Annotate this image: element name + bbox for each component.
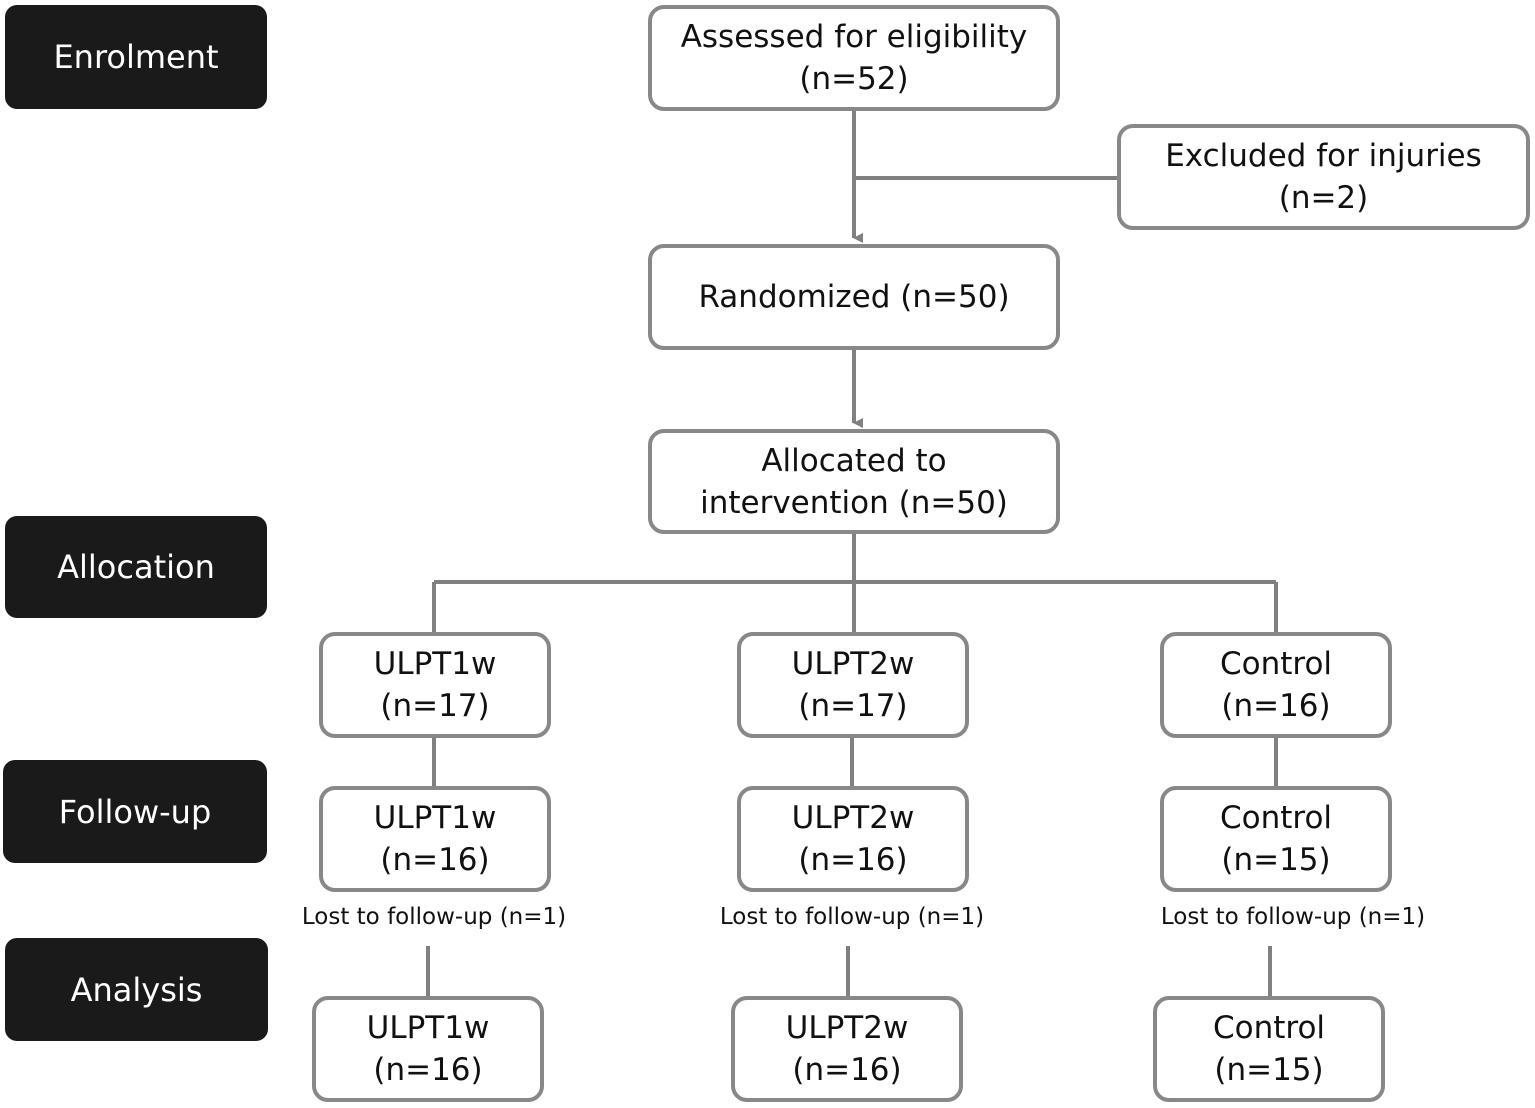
stage-enrolment: Enrolment xyxy=(5,5,267,109)
group1-lost-note: Lost to follow-up (n=1) xyxy=(301,904,567,930)
group2-analysis-count: (n=16) xyxy=(792,1052,902,1088)
allocated-box: Allocated to intervention (n=50) xyxy=(648,429,1060,534)
group2-analysis-box: ULPT2w (n=16) xyxy=(731,996,963,1102)
group1-analysis-label: ULPT1w xyxy=(366,1010,490,1046)
stage-allocation: Allocation xyxy=(5,516,267,618)
group3-follow-up-count: (n=15) xyxy=(1221,842,1331,878)
randomized-box: Randomized (n=50) xyxy=(648,244,1060,350)
assessed-label: Assessed for eligibility xyxy=(680,19,1028,55)
assessed-box: Assessed for eligibility (n=52) xyxy=(648,5,1060,111)
group3-lost-note: Lost to follow-up (n=1) xyxy=(1160,904,1426,930)
group2-analysis-label: ULPT2w xyxy=(785,1010,909,1046)
group3-analysis-box: Control (n=15) xyxy=(1153,996,1385,1102)
group3-analysis-label: Control xyxy=(1212,1010,1326,1046)
group3-follow-up-box: Control (n=15) xyxy=(1160,786,1392,892)
group2-follow-up-box: ULPT2w (n=16) xyxy=(737,786,969,892)
group2-follow-up-count: (n=16) xyxy=(798,842,908,878)
group2-allocation-count: (n=17) xyxy=(798,688,908,724)
group2-lost-note: Lost to follow-up (n=1) xyxy=(719,904,985,930)
randomized-label: Randomized (n=50) xyxy=(698,279,1010,315)
group2-allocation-box: ULPT2w (n=17) xyxy=(737,632,969,738)
group1-allocation-label: ULPT1w xyxy=(373,646,497,682)
stage-enrolment-label: Enrolment xyxy=(53,38,219,76)
group2-follow-up-label: ULPT2w xyxy=(791,800,915,836)
group3-follow-up-label: Control xyxy=(1219,800,1333,836)
group3-allocation-label: Control xyxy=(1219,646,1333,682)
allocated-line1: Allocated to xyxy=(761,442,947,479)
stage-follow-up-label: Follow-up xyxy=(58,792,212,831)
group1-allocation-count: (n=17) xyxy=(380,688,490,724)
stage-allocation-label: Allocation xyxy=(57,548,215,586)
group1-follow-up-label: ULPT1w xyxy=(373,800,497,836)
stage-follow-up: Follow-up xyxy=(3,760,267,863)
group1-follow-up-count: (n=16) xyxy=(380,842,490,878)
stage-analysis-label: Analysis xyxy=(70,970,203,1009)
assessed-count: (n=52) xyxy=(799,61,909,97)
group3-allocation-box: Control (n=16) xyxy=(1160,632,1392,738)
group3-allocation-count: (n=16) xyxy=(1221,688,1331,724)
excluded-box: Excluded for injuries (n=2) xyxy=(1117,124,1530,230)
group2-allocation-label: ULPT2w xyxy=(791,646,915,682)
group1-analysis-count: (n=16) xyxy=(373,1052,483,1088)
excluded-label: Excluded for injuries xyxy=(1165,138,1482,174)
group1-analysis-box: ULPT1w (n=16) xyxy=(312,996,544,1102)
group1-allocation-box: ULPT1w (n=17) xyxy=(319,632,551,738)
allocated-line2: intervention (n=50) xyxy=(700,484,1008,521)
group3-analysis-count: (n=15) xyxy=(1214,1052,1324,1088)
excluded-count: (n=2) xyxy=(1278,180,1369,216)
group1-follow-up-box: ULPT1w (n=16) xyxy=(319,786,551,892)
stage-analysis: Analysis xyxy=(5,938,268,1041)
